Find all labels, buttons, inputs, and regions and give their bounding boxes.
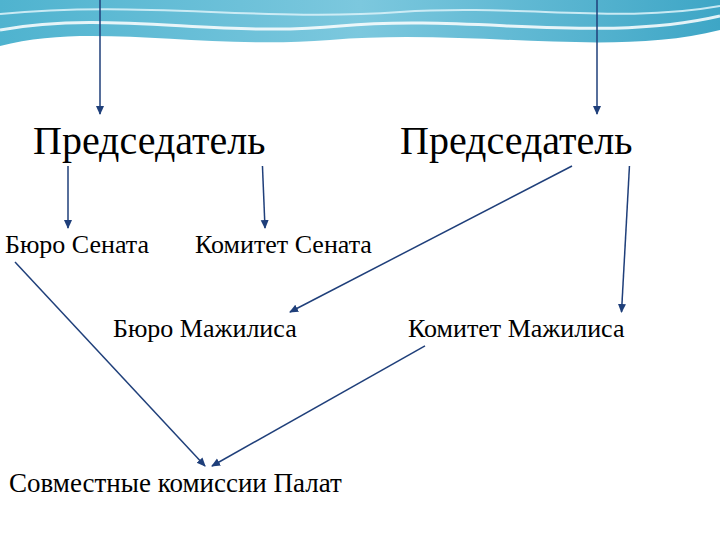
node-text: Бюро Сената [5,230,149,260]
body-label: Комитет Сената [192,228,375,262]
band-wave [0,6,720,15]
node-text: Председатель [400,118,632,164]
node-text: Совместные комиссии Палат [9,468,342,499]
chairman-label: Председатель [397,116,635,166]
connector-arrow [15,262,205,466]
connector-arrow [262,166,265,228]
connector-arrow [212,346,425,466]
body-label: Бюро Сената [2,228,152,262]
node-text: Комитет Сената [195,230,372,260]
body-label: Бюро Мажилиса [110,312,300,346]
node-text: Комитет Мажилиса [408,314,625,344]
incoming-arrow [99,0,101,114]
chairman-label: Председатель [30,116,268,166]
incoming-arrow [596,0,598,114]
connector-arrow [622,166,630,312]
body-label: Комитет Мажилиса [405,312,628,346]
band-wave [0,16,720,30]
node-text: Председатель [33,118,265,164]
connector-arrow [67,166,69,228]
node-text: Бюро Мажилиса [113,314,297,344]
commission-label: Совместные комиссии Палат [6,466,345,501]
top-band [0,0,720,46]
